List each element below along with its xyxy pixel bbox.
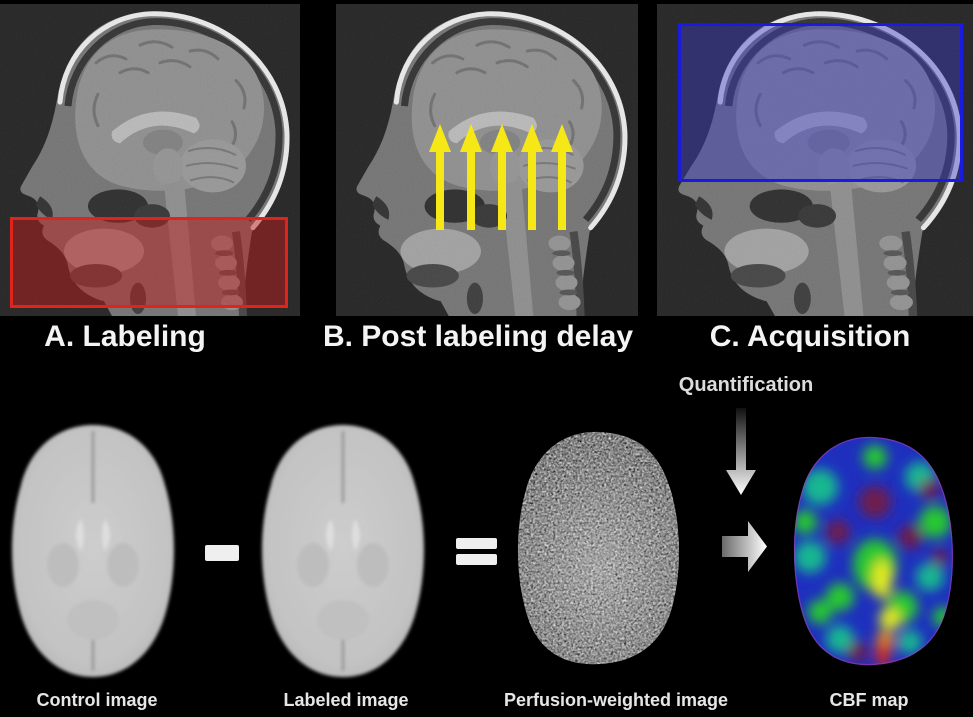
quantification-label: Quantification <box>678 374 814 396</box>
labeling-slab-icon <box>10 217 288 308</box>
arrow-right-icon <box>722 521 767 572</box>
minus-icon <box>205 545 239 561</box>
cbf-map <box>780 427 967 672</box>
flow-arrows-icon <box>429 124 573 230</box>
subtraction-workflow-row: Quantification Control image Labeled ima… <box>0 360 973 717</box>
acquisition-box-icon <box>678 23 963 182</box>
caption-cbf-map: CBF map <box>829 690 909 710</box>
equals-icon <box>456 554 497 565</box>
control-image-mri <box>1 415 185 687</box>
caption-control-image: Control image <box>36 690 158 710</box>
labeled-image-mri <box>251 415 435 687</box>
caption-perfusion-weighted-image: Perfusion-weighted image <box>503 690 729 710</box>
arrow-down-icon <box>726 408 756 495</box>
panel-post-labeling-delay <box>336 4 638 316</box>
panel-label-acquisition: C. Acquisition <box>709 320 911 353</box>
panel-labeling <box>0 4 300 316</box>
panel-label-labeling: A. Labeling <box>44 320 206 353</box>
perfusion-weighted-mri <box>498 418 702 670</box>
equals-icon <box>456 538 497 549</box>
panel-label-post-labeling-delay: B. Post labeling delay <box>322 320 634 353</box>
panel-acquisition <box>657 4 973 316</box>
caption-labeled-image: Labeled image <box>283 690 409 710</box>
